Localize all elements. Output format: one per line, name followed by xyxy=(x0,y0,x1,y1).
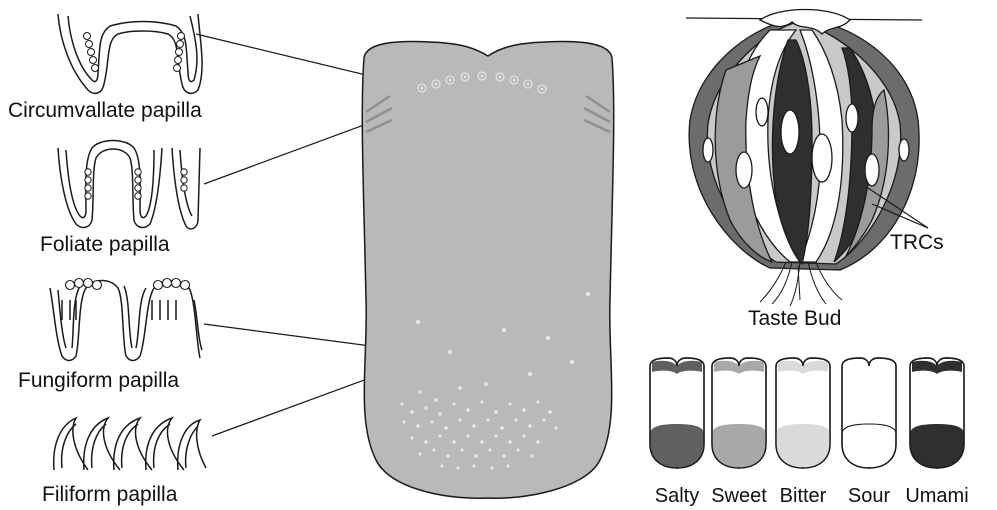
label-fungiform-papilla: Fungiform papilla xyxy=(18,370,179,391)
bitter-tongue-icon xyxy=(776,358,830,468)
taste-label-sweet: Sweet xyxy=(711,486,767,506)
fungiform-papilla-illustration xyxy=(50,279,202,361)
taste-label-umami: Umami xyxy=(905,486,968,506)
leader-fungiform xyxy=(204,324,386,348)
tongue-shape xyxy=(362,42,613,499)
taste-bud-illustration xyxy=(686,10,928,307)
leader-foliate xyxy=(204,122,372,184)
taste-label-bitter: Bitter xyxy=(780,486,827,506)
taste-icons xyxy=(650,358,964,468)
taste-label-salty: Salty xyxy=(655,486,699,506)
label-taste-bud: Taste Bud xyxy=(748,308,841,329)
label-trcs: TRCs xyxy=(890,232,944,253)
sour-tongue-icon xyxy=(842,358,896,468)
label-filiform-papilla: Filiform papilla xyxy=(42,484,177,505)
label-circumvallate-papilla: Circumvallate papilla xyxy=(8,100,202,121)
sweet-tongue-icon xyxy=(712,358,766,468)
leader-filiform xyxy=(212,372,386,436)
tongue-illustration xyxy=(362,42,613,499)
foliate-papilla-illustration xyxy=(58,141,200,229)
taste-label-sour: Sour xyxy=(848,486,890,506)
label-foliate-papilla: Foliate papilla xyxy=(40,234,170,255)
umami-tongue-icon xyxy=(910,358,964,468)
salty-tongue-icon xyxy=(650,358,704,468)
circumvallate-papilla-illustration xyxy=(58,14,202,93)
filiform-papilla-illustration xyxy=(54,418,206,470)
